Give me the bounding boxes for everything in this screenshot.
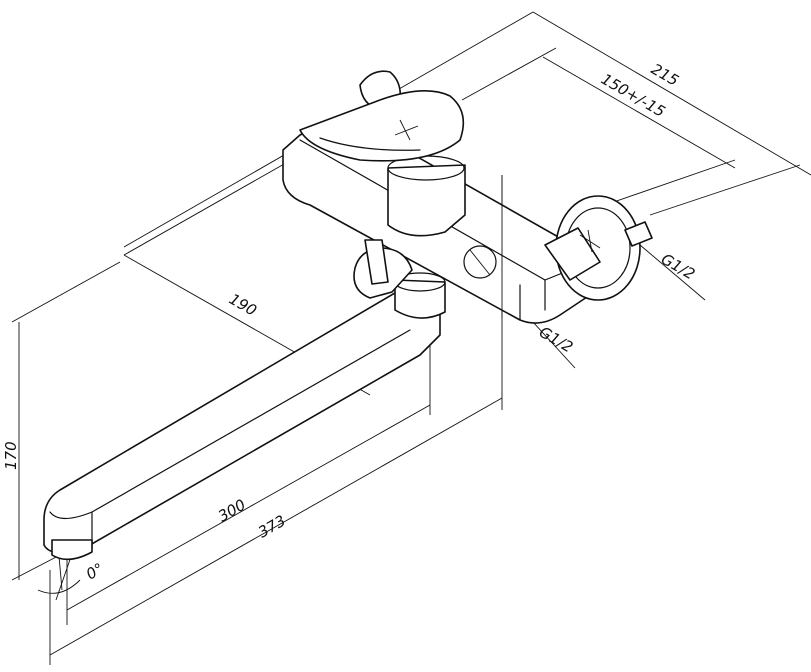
diverter-knob <box>353 239 497 299</box>
center-lines <box>469 175 503 318</box>
thread-leader-right: G1/2 <box>639 244 706 301</box>
wall-connector <box>544 195 653 301</box>
thread-left-label: G1/2 <box>536 323 576 356</box>
angle-indicator: 0° <box>37 544 107 601</box>
dim-190-label: 190 <box>226 290 260 320</box>
cartridge-cylinder <box>387 155 466 237</box>
dim-300-label: 300 <box>215 496 249 526</box>
dimension-170: 170 <box>2 261 121 581</box>
dim-215-label: 215 <box>648 60 682 90</box>
dimension-150: 150+/-15 <box>461 47 736 206</box>
dim-373-label: 373 <box>255 512 289 542</box>
spout <box>43 289 441 561</box>
angle-label: 0° <box>83 559 107 583</box>
thread-right-label: G1/2 <box>658 250 698 283</box>
lever-handle <box>299 70 465 162</box>
dim-170-label: 170 <box>2 441 20 470</box>
